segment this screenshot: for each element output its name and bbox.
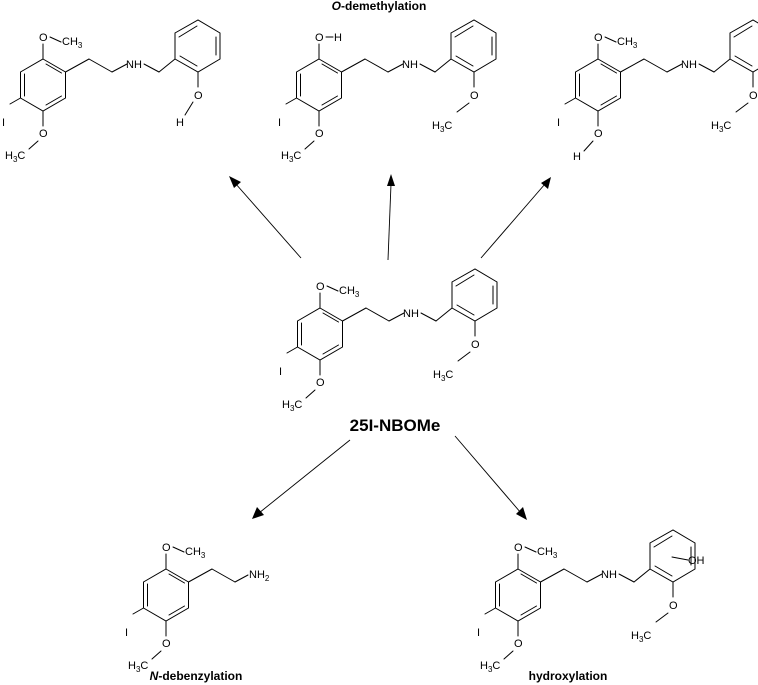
atom-nh2: NH2	[249, 569, 270, 583]
atom-o: O	[514, 542, 523, 554]
atom-iodine: I	[125, 627, 128, 639]
atom-iodine: I	[279, 366, 282, 378]
arrowhead-icon	[387, 174, 395, 186]
molecule-top-center: O H I O H3C NH O H3C	[278, 19, 497, 164]
title-italic-o: O	[332, 0, 342, 13]
caption-rest: -debenzylation	[158, 669, 242, 683]
atom-h3c: H3C	[128, 660, 148, 674]
atom-h3c: H3C	[432, 120, 452, 134]
atom-nh: NH	[601, 569, 617, 581]
atom-o: O	[514, 638, 523, 650]
atom-o: O	[669, 600, 678, 612]
atom-iodine: I	[557, 117, 560, 129]
molecule-top-left: O CH3 I O H3C NH O H	[2, 19, 221, 164]
arrowhead-icon	[541, 177, 551, 189]
atom-o: O	[39, 32, 48, 44]
atom-nh: NH	[681, 59, 697, 71]
atom-o: O	[749, 90, 758, 102]
atom-o: O	[315, 32, 324, 44]
atom-o: O	[194, 90, 203, 102]
title-o-demethylation: O-demethylation	[332, 0, 427, 13]
atom-h: H	[573, 151, 581, 163]
atom-oh: OH	[688, 555, 705, 567]
molecule-top-right: O CH3 I O H NH O H3C	[557, 19, 758, 163]
arrow-to-bottom-right	[454, 435, 522, 514]
molecule-bottom-left: O CH3 I O H3C NH2	[125, 542, 270, 674]
molecule-bottom-right: O CH3 I O H3C NH O H3C OH	[477, 529, 705, 674]
atom-o: O	[39, 128, 48, 140]
arrowhead-icon	[252, 507, 264, 519]
atom-ch3: CH3	[339, 285, 360, 299]
caption-italic-n: N	[150, 669, 159, 683]
arrow-to-top-right	[480, 183, 546, 259]
atom-h3c: H3C	[480, 660, 500, 674]
arrow-to-top-center	[387, 183, 392, 261]
reaction-arrows	[229, 174, 551, 520]
title-rest: -demethylation	[341, 0, 426, 13]
atom-o: O	[471, 339, 480, 351]
atom-nh: NH	[402, 59, 418, 71]
atom-o: O	[162, 542, 171, 554]
atom-o: O	[470, 90, 479, 102]
arrow-to-top-left	[234, 182, 302, 259]
atom-ch3: CH3	[185, 546, 206, 560]
atom-o: O	[594, 128, 603, 140]
atom-o: O	[316, 281, 325, 293]
arrowhead-icon	[516, 507, 527, 520]
atom-h3c: H3C	[282, 399, 302, 413]
atom-o: O	[162, 638, 171, 650]
atom-h3c: H3C	[433, 369, 453, 383]
atom-h: H	[176, 117, 184, 129]
atom-ch3: CH3	[537, 546, 558, 560]
atom-nh: NH	[403, 308, 419, 320]
atom-o: O	[316, 377, 325, 389]
atom-o: O	[594, 32, 603, 44]
molecule-25i-nbome: O CH3 I O H3C NH O H3C	[279, 268, 498, 413]
caption-hydroxylation: hydroxylation	[529, 669, 608, 683]
arrowhead-icon	[229, 176, 241, 188]
arrow-to-bottom-left	[258, 439, 351, 514]
atom-h3c: H3C	[281, 150, 301, 164]
atom-h: H	[334, 32, 342, 44]
atom-ch3: CH3	[62, 36, 83, 50]
atom-h3c: H3C	[5, 150, 25, 164]
atom-h3c: H3C	[631, 630, 651, 644]
atom-iodine: I	[278, 117, 281, 129]
atom-iodine: I	[477, 627, 480, 639]
atom-iodine: I	[2, 117, 5, 129]
atom-nh: NH	[126, 59, 142, 71]
caption-n-debenzylation: N-debenzylation	[150, 669, 243, 683]
compound-name: 25I-NBOMe	[350, 416, 441, 435]
atom-o: O	[315, 128, 324, 140]
atom-ch3: CH3	[617, 36, 638, 50]
atom-h3c: H3C	[711, 120, 731, 134]
